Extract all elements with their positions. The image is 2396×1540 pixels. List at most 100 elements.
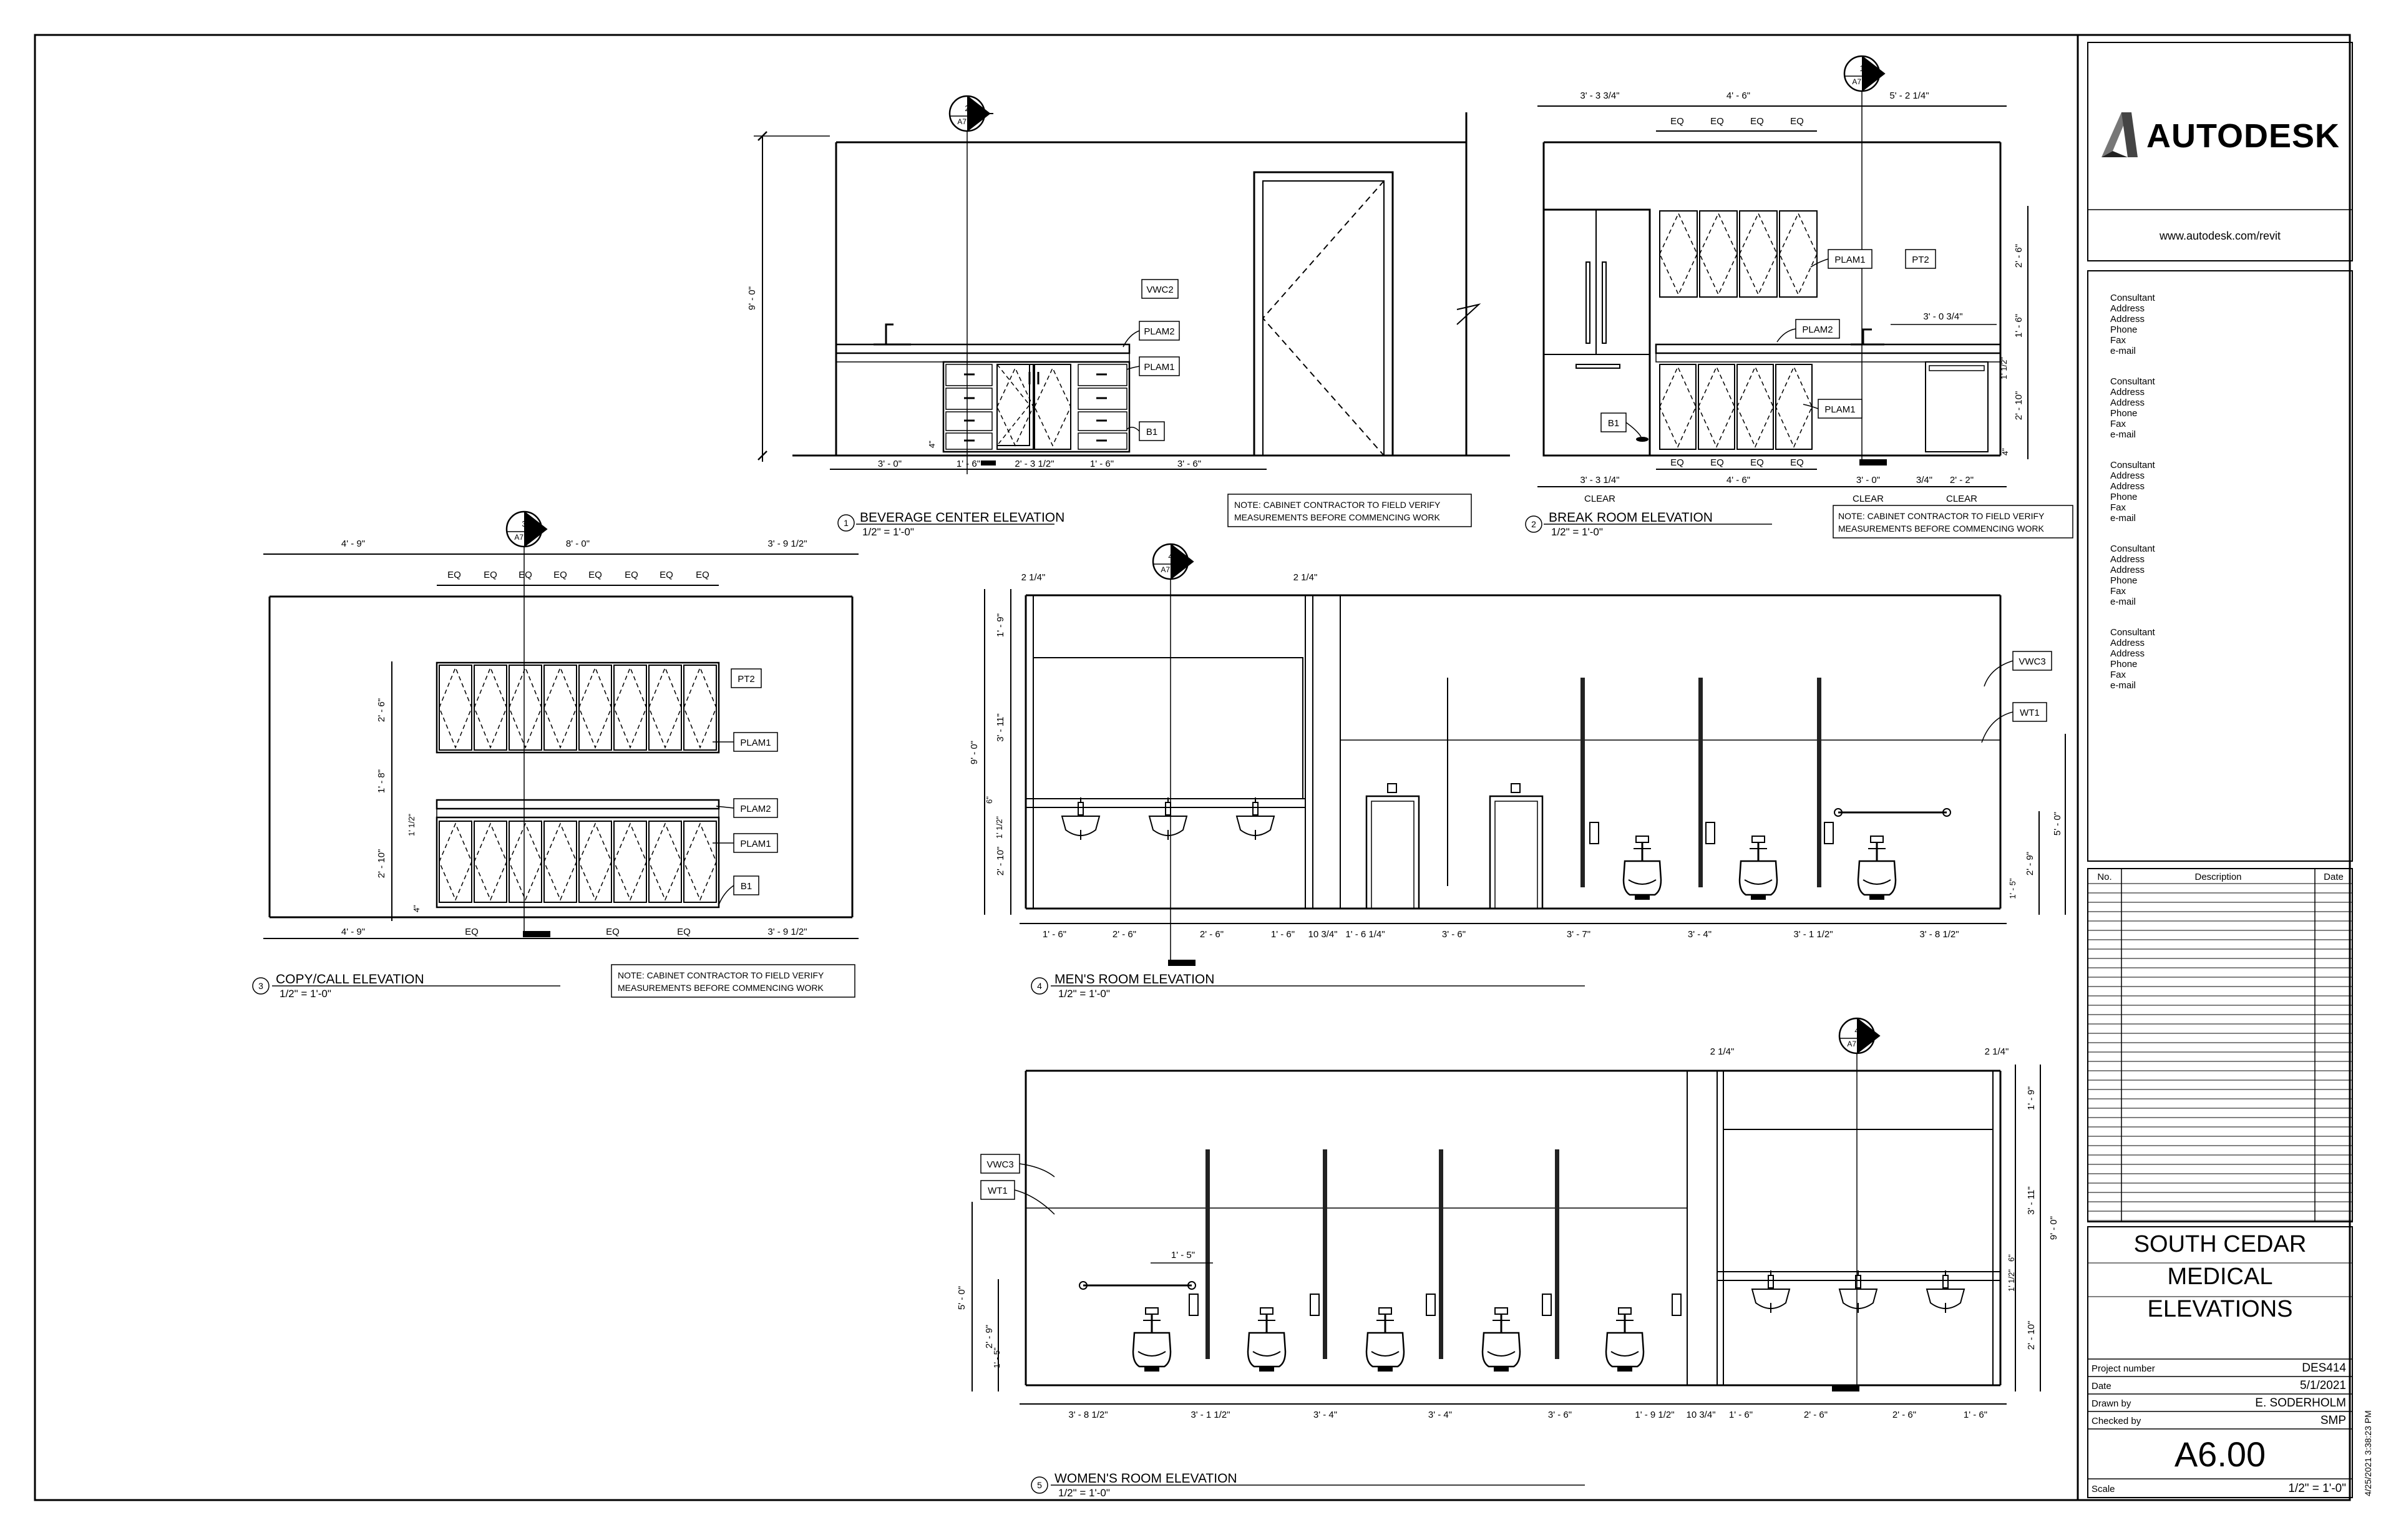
consultant-3-line-1: Consultant bbox=[2110, 460, 2156, 470]
mens-view-number: 4 bbox=[1037, 981, 1042, 991]
upper-cabinet-door bbox=[1779, 210, 1818, 298]
consultant-4-line-3: Address bbox=[2110, 565, 2145, 575]
break-room-view-number: 2 bbox=[1531, 519, 1536, 529]
beverage-dim-3: 2' - 3 1/2" bbox=[1015, 459, 1054, 469]
consultant-2-line-1: Consultant bbox=[2110, 376, 2156, 387]
copy-call-eq-5: EQ bbox=[588, 570, 602, 580]
consultant-1-line-5: Fax bbox=[2110, 335, 2126, 346]
mens-left-dim-3: 9' - 0" bbox=[969, 741, 980, 764]
break-room-tag-plam1-upper: PLAM1 bbox=[1834, 255, 1865, 265]
consultant-1-line-2: Address bbox=[2110, 303, 2145, 314]
consultant-2-line-4: Phone bbox=[2110, 408, 2137, 419]
break-room-side-dim-5: 4" bbox=[2000, 448, 2010, 456]
consultant-1-line-3: Address bbox=[2110, 314, 2145, 324]
womens-bottom-dim-4: 3' - 4" bbox=[1428, 1410, 1452, 1420]
lower-cabinet-door bbox=[648, 821, 682, 903]
copy-call-top-dim-1: 4' - 9" bbox=[341, 539, 365, 549]
break-room-callout-num: 1 bbox=[1859, 64, 1864, 73]
upper-cabinet-door bbox=[1739, 210, 1778, 298]
upper-cabinet-door bbox=[474, 665, 507, 751]
womens-bottom-dim-8: 1' - 6" bbox=[1729, 1410, 1753, 1420]
mens-room-elevation: 4 A7.00 2 1/4" 2 1/4" 1' - 9" 3' - 11" 9… bbox=[969, 543, 2066, 1000]
womens-right-dim-6: 6" bbox=[2007, 1254, 2016, 1262]
copy-call-bottom-dim-5: 3' - 9 1/2" bbox=[767, 927, 807, 937]
copy-call-bottom-dim-4: EQ bbox=[677, 927, 691, 937]
copy-call-eq-7: EQ bbox=[660, 570, 673, 580]
consultant-5-line-4: Phone bbox=[2110, 659, 2137, 670]
mens-top-dim-1: 2 1/4" bbox=[1021, 572, 1046, 583]
project-number-label: Project number bbox=[2092, 1363, 2155, 1374]
break-room-bottom-dim-3: 3' - 0" bbox=[1856, 475, 1880, 485]
break-room-tag-b1: B1 bbox=[1608, 418, 1619, 429]
copy-call-side-dim-1: 2' - 6" bbox=[376, 698, 387, 722]
break-room-note-line1: NOTE: CABINET CONTRACTOR TO FIELD VERIFY bbox=[1838, 511, 2045, 521]
break-room-side-dim-2: 1' - 6" bbox=[2014, 314, 2024, 338]
plot-timestamp: 4/25/2021 3:38:23 PM bbox=[2363, 1410, 2373, 1496]
break-room-view-scale: 1/2" = 1'-0" bbox=[1551, 526, 1603, 538]
break-room-bottom-dim-2: 4' - 6" bbox=[1726, 475, 1750, 485]
womens-bottom-dim-10: 2' - 6" bbox=[1892, 1410, 1916, 1420]
mens-right-dim-3: 1' - 5" bbox=[2008, 878, 2017, 899]
break-room-bottom-dim-4: 3/4" bbox=[1916, 475, 1932, 485]
break-room-side-dim-1: 2' - 6" bbox=[2014, 244, 2024, 268]
beverage-dim-4: 1' - 6" bbox=[1090, 459, 1114, 469]
beverage-dim-5: 3' - 6" bbox=[1177, 459, 1201, 469]
mens-bottom-dim-2: 2' - 6" bbox=[1113, 929, 1136, 940]
break-room-callout-sheet: A7.00 bbox=[1852, 77, 1872, 86]
sheet-date: 5/1/2021 bbox=[2300, 1379, 2346, 1392]
consultant-3-line-3: Address bbox=[2110, 481, 2145, 492]
upper-cabinet-door bbox=[648, 665, 682, 751]
upper-cabinet-door bbox=[509, 665, 542, 751]
copy-call-tag-pt2: PT2 bbox=[738, 674, 755, 685]
womens-room-elevation: 4 A7.00 2 1/4" 2 1/4" 5' - 0" 2' - 9" 1'… bbox=[957, 1017, 2059, 1499]
consultant-5-line-6: e-mail bbox=[2110, 680, 2136, 691]
copy-call-bottom-dim-3: EQ bbox=[606, 927, 620, 937]
lower-cabinet-door bbox=[439, 821, 472, 903]
copy-call-side-dim-5: 4" bbox=[412, 905, 421, 912]
womens-view-number: 5 bbox=[1037, 1480, 1042, 1490]
womens-bottom-dim-1: 3' - 8 1/2" bbox=[1068, 1410, 1108, 1420]
revision-header-no: No. bbox=[2097, 872, 2111, 882]
mens-right-dim-2: 2' - 9" bbox=[2025, 852, 2035, 875]
copy-call-section-callout: 3 A7.00 bbox=[505, 510, 548, 933]
womens-right-dim-2: 3' - 11" bbox=[2026, 1186, 2037, 1214]
brand-name: AUTODESK bbox=[2146, 117, 2340, 155]
mens-left-dim-5: 1' 1/2" bbox=[995, 816, 1004, 839]
copy-call-side-dim-2: 1' - 8" bbox=[376, 769, 387, 793]
break-room-bottom-eq-2: EQ bbox=[1710, 457, 1724, 468]
revision-header-date: Date bbox=[2324, 872, 2344, 882]
mens-callout-num: 4 bbox=[1168, 552, 1172, 561]
break-room-tag-plam2: PLAM2 bbox=[1802, 324, 1833, 335]
copy-call-top-dim-3: 3' - 9 1/2" bbox=[767, 539, 807, 549]
mens-bottom-dim-6: 1' - 6 1/4" bbox=[1345, 929, 1385, 940]
break-room-elevation: 1 A7.00 3' - 3 3/4" 4' - 6" 5' - 2 1/4" … bbox=[1525, 55, 2073, 539]
mens-left-dim-4: 2' - 10" bbox=[995, 847, 1006, 876]
beverage-view-title: BEVERAGE CENTER ELEVATION bbox=[860, 510, 1064, 525]
break-room-eq-3: EQ bbox=[1750, 116, 1764, 127]
beverage-height-dim: 9' - 0" bbox=[747, 286, 757, 310]
womens-tag-wt1: WT1 bbox=[988, 1186, 1008, 1196]
beverage-tag-vwc2: VWC2 bbox=[1146, 285, 1173, 295]
consultant-5-line-3: Address bbox=[2110, 648, 2145, 659]
beverage-small-dim: 4" bbox=[927, 441, 937, 448]
consultant-3-line-4: Phone bbox=[2110, 492, 2137, 502]
lower-cabinet-door bbox=[1775, 364, 1813, 450]
upper-cabinet-door bbox=[1659, 210, 1698, 298]
copy-call-callout-num: 3 bbox=[522, 519, 526, 529]
drawn-by: E. SODERHOLM bbox=[2255, 1396, 2346, 1410]
womens-bottom-dim-5: 3' - 6" bbox=[1548, 1410, 1572, 1420]
womens-right-dim-1: 1' - 9" bbox=[2026, 1086, 2037, 1110]
copy-call-tag-plam2: PLAM2 bbox=[740, 804, 771, 814]
womens-callout-sheet: A7.00 bbox=[1847, 1040, 1867, 1048]
break-room-eq-4: EQ bbox=[1790, 116, 1804, 127]
break-room-tag-plam1-lower: PLAM1 bbox=[1824, 404, 1855, 415]
project-name-line3: ELEVATIONS bbox=[2148, 1296, 2293, 1322]
womens-callout-num: 4 bbox=[1854, 1026, 1859, 1035]
womens-right-dim-5: 1' 1/2" bbox=[2007, 1269, 2016, 1292]
copy-call-bottom-dim-1: 4' - 9" bbox=[341, 927, 365, 937]
break-room-top-dim-1: 3' - 3 3/4" bbox=[1580, 90, 1619, 101]
lower-cabinet-door bbox=[1659, 364, 1697, 450]
lower-cabinet-door bbox=[543, 821, 577, 903]
consultant-2-line-3: Address bbox=[2110, 397, 2145, 408]
